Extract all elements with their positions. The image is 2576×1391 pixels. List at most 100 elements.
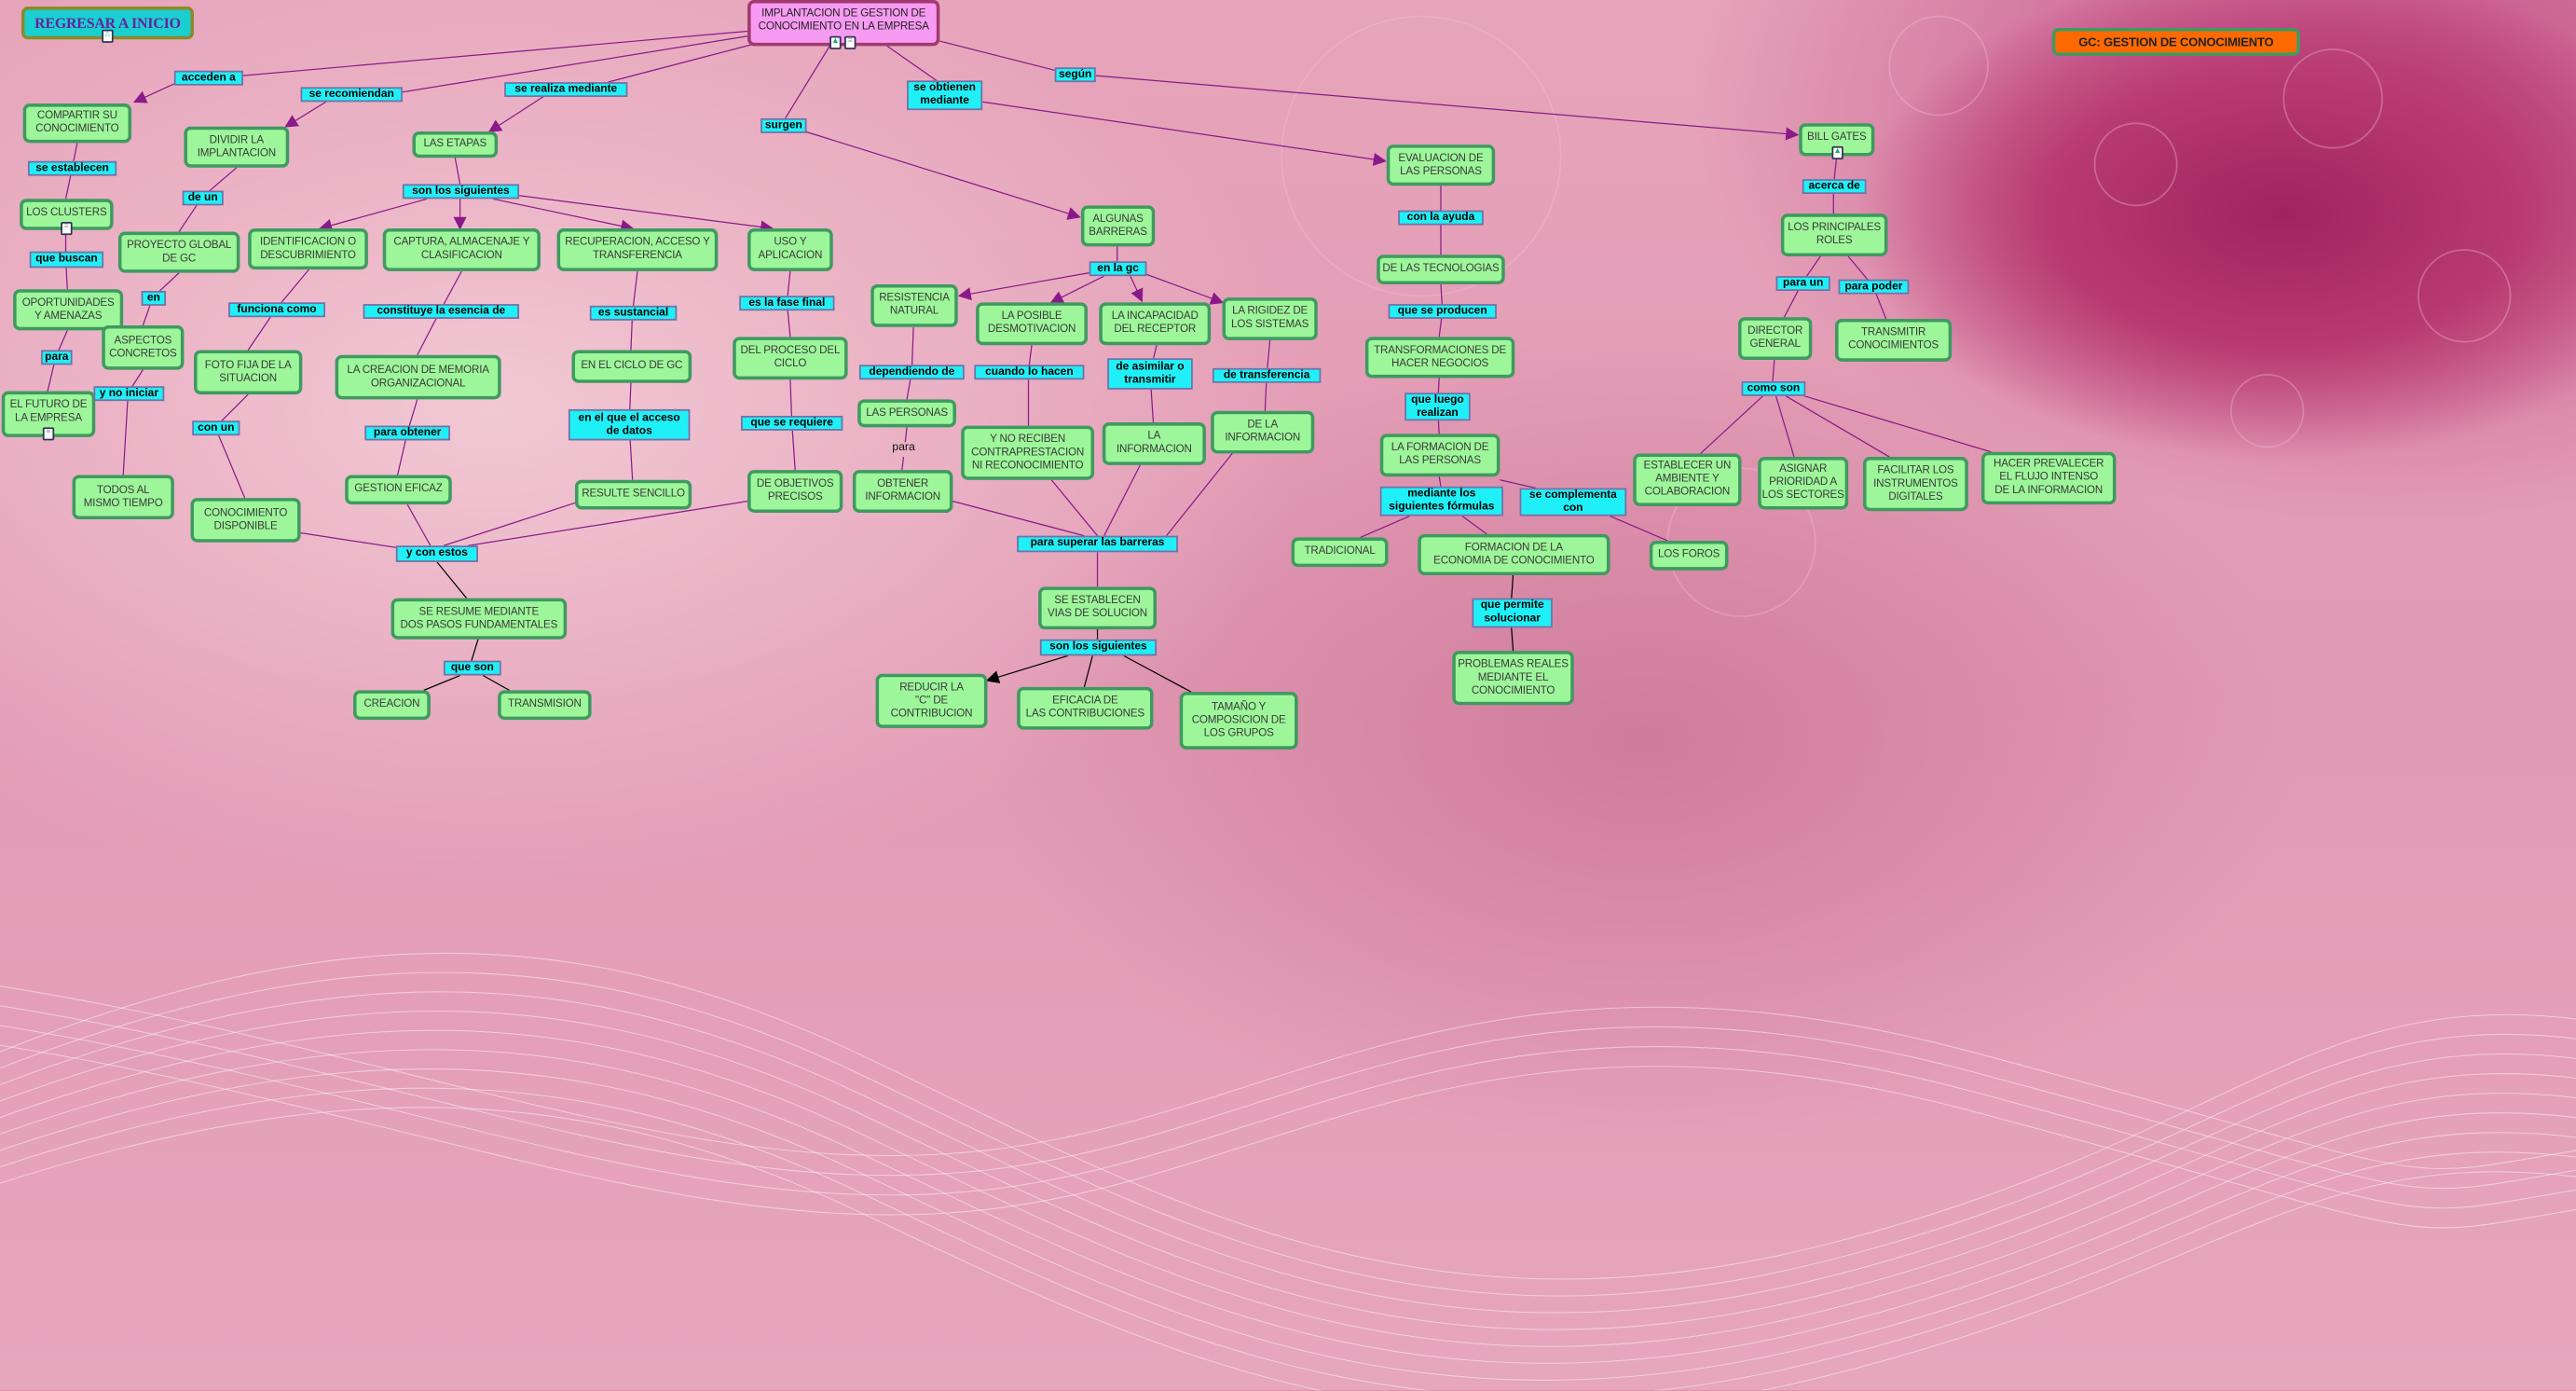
document-icon[interactable]: ≡ (844, 35, 856, 49)
concept-node[interactable]: TRANSFORMACIONES DE HACER NEGOCIOS (1364, 337, 1515, 379)
concept-node[interactable]: IDENTIFICACION O DESCUBRIMIENTO (248, 228, 368, 270)
concept-node[interactable]: DE OBJETIVOS PRECISOS (747, 470, 843, 513)
concept-node[interactable]: DIVIDIR LA IMPLANTACION (184, 126, 290, 168)
image-icon[interactable]: ▲ (829, 35, 842, 49)
line (1774, 395, 1795, 458)
link-label: que permite solucionar (1472, 598, 1553, 628)
concept-node[interactable]: OPORTUNIDADES Y AMENAZAS (13, 289, 124, 331)
concept-node[interactable]: LA INFORMACION (1102, 422, 1206, 465)
arrow (518, 195, 774, 234)
concept-node[interactable]: LOS PRINCIPALES ROLES (1780, 213, 1888, 256)
concept-node[interactable]: ALGUNAS BARRERAS (1080, 205, 1156, 247)
link-label: en el que el acceso de datos (568, 408, 691, 441)
concept-node[interactable]: COMPARTIR SU CONOCIMIENTO (22, 103, 132, 144)
concept-node[interactable]: Y NO RECIBEN CONTRAPRESTACION NI RECONOC… (961, 425, 1095, 480)
arrow (492, 198, 635, 233)
concept-node[interactable]: PROYECTO GLOBAL DE GC (117, 231, 240, 273)
concept-node[interactable]: HACER PREVALECER EL FLUJO INTENSO DE LA … (1980, 451, 2117, 505)
swirl-decoration (2230, 374, 2305, 448)
root-concept[interactable]: IMPLANTACION DE GESTION DE CONOCIMIENTO … (747, 0, 940, 47)
link-label: se complementa con (1519, 488, 1627, 516)
concept-node[interactable]: SE RESUME MEDIANTE DOS PASOS FUNDAMENTAL… (391, 598, 568, 640)
swirl-decoration (1888, 15, 1989, 117)
concept-node[interactable]: SE ESTABLECEN VIAS DE SOLUCION (1038, 586, 1158, 630)
concept-node[interactable]: RESULTE SENCILLO (574, 479, 692, 510)
document-icon[interactable]: ≡ (61, 221, 73, 236)
line (1799, 393, 1992, 453)
concept-node[interactable]: EFICACIA DE LAS CONTRIBUCIONES (1017, 686, 1154, 730)
link-label: mediante los siguientes fórmulas (1379, 486, 1503, 516)
concept-node[interactable]: ESTABLECER UN AMBIENTE Y COLABORACION (1633, 453, 1742, 506)
line (901, 456, 905, 471)
document-icon[interactable]: ≡ (42, 427, 55, 441)
concept-node[interactable]: CONOCIMIENTO DISPONIBLE (190, 498, 301, 543)
concept-node[interactable]: FOTO FIJA DE LA SITUACION (194, 350, 303, 395)
line (471, 639, 479, 661)
concept-node[interactable]: PROBLEMAS REALES MEDIANTE EL CONOCIMIENT… (1452, 651, 1574, 706)
concept-node[interactable]: OBTENER INFORMACION (852, 470, 953, 513)
link-label: surgen (760, 117, 807, 133)
link-label: y no iniciar (93, 386, 165, 402)
link-label: de un (182, 190, 224, 206)
link-label: para un (1775, 276, 1830, 292)
concept-node[interactable]: ASIGNAR PRIORIDAD A LOS SECTORES (1758, 457, 1849, 510)
arrow (132, 83, 175, 103)
concept-node[interactable]: FORMACION DE LA ECONOMIA DE CONOCIMIENTO (1418, 533, 1610, 575)
concept-node[interactable]: REDUCIR LA "C" DE CONTRIBUCION (875, 673, 988, 728)
arrow (284, 100, 329, 128)
concept-node[interactable]: USO Y APLICACION (747, 228, 833, 271)
link-label: son los siguientes (402, 184, 520, 200)
concept-node[interactable]: DIRECTOR GENERAL (1738, 317, 1813, 361)
concept-node[interactable]: TRADICIONAL (1291, 537, 1389, 568)
line (468, 501, 748, 546)
concept-node[interactable]: TODOS AL MISMO TIEMPO (72, 475, 174, 520)
line (1785, 395, 1890, 458)
concept-node[interactable]: GESTION EFICAZ (345, 475, 452, 505)
swirl-decoration (2417, 249, 2512, 343)
arrow (1130, 275, 1144, 303)
link-label: son los siguientes (1039, 639, 1158, 656)
link-label: se obtienen mediante (907, 80, 983, 111)
concept-node[interactable]: EN EL CICLO DE GC (571, 350, 692, 383)
concept-node[interactable]: LA RIGIDEZ DE LOS SISTEMAS (1222, 297, 1318, 340)
line (952, 501, 1085, 537)
line (906, 326, 914, 400)
concept-node[interactable]: LOS FOROS (1649, 540, 1729, 571)
concept-node[interactable]: TAMAÑO Y COMPOSICION DE LOS GRUPOS (1179, 692, 1298, 750)
concept-node[interactable]: DEL PROCESO DEL CICLO (733, 337, 848, 380)
link-label: para obtener (364, 425, 451, 441)
link-label: como son (1741, 380, 1806, 396)
concept-node[interactable]: ASPECTOS CONCRETOS (102, 325, 185, 370)
arrow (982, 101, 1387, 166)
concept-node[interactable]: RESISTENCIA NATURAL (870, 283, 958, 327)
line (785, 46, 830, 119)
arrow (487, 94, 546, 132)
link-label: dependiendo de (858, 365, 965, 380)
link-label: según (1054, 67, 1096, 83)
concept-node[interactable]: LA INCAPACIDAD DEL RECEPTOR (1099, 302, 1212, 346)
concept-node[interactable]: FACILITAR LOS INSTRUMENTOS DIGITALES (1863, 457, 1968, 512)
line (1027, 345, 1033, 426)
link-label: acerca de (1802, 179, 1867, 195)
concept-node[interactable]: LA FORMACION DE LAS PERSONAS (1379, 434, 1500, 477)
concept-node[interactable]: LA CREACION DE MEMORIA ORGANIZACIONAL (335, 354, 501, 400)
arrow (319, 198, 428, 232)
image-icon[interactable]: ▲ (1831, 145, 1843, 159)
concept-node[interactable]: DE LAS TECNOLOGIAS (1377, 255, 1505, 284)
line (1500, 479, 1537, 489)
concept-node[interactable]: LA POSIBLE DESMOTIVACION (976, 302, 1088, 346)
concept-node[interactable]: TRANSMISION (498, 690, 592, 721)
concept-node[interactable]: CAPTURA, ALMACENAJE Y CLASIFICACION (382, 228, 541, 271)
concept-node[interactable]: CREACION (353, 690, 431, 721)
sitemap-icon[interactable]: ⌂ (102, 29, 114, 43)
concept-node[interactable]: RECUPERACION, ACCESO Y TRANSFERENCIA (556, 228, 719, 271)
concept-node[interactable]: EVALUACION DE LAS PERSONAS (1386, 145, 1496, 186)
concept-node[interactable]: DE LA INFORMACION (1211, 410, 1315, 454)
concept-node[interactable]: LAS ETAPAS (412, 131, 499, 158)
concept-node[interactable]: TRANSMITIR CONOCIMIENTOS (1835, 318, 1953, 362)
line (436, 561, 468, 599)
concept-node[interactable]: LAS PERSONAS (857, 399, 956, 428)
line (1511, 627, 1514, 652)
link-label: en (141, 291, 167, 306)
